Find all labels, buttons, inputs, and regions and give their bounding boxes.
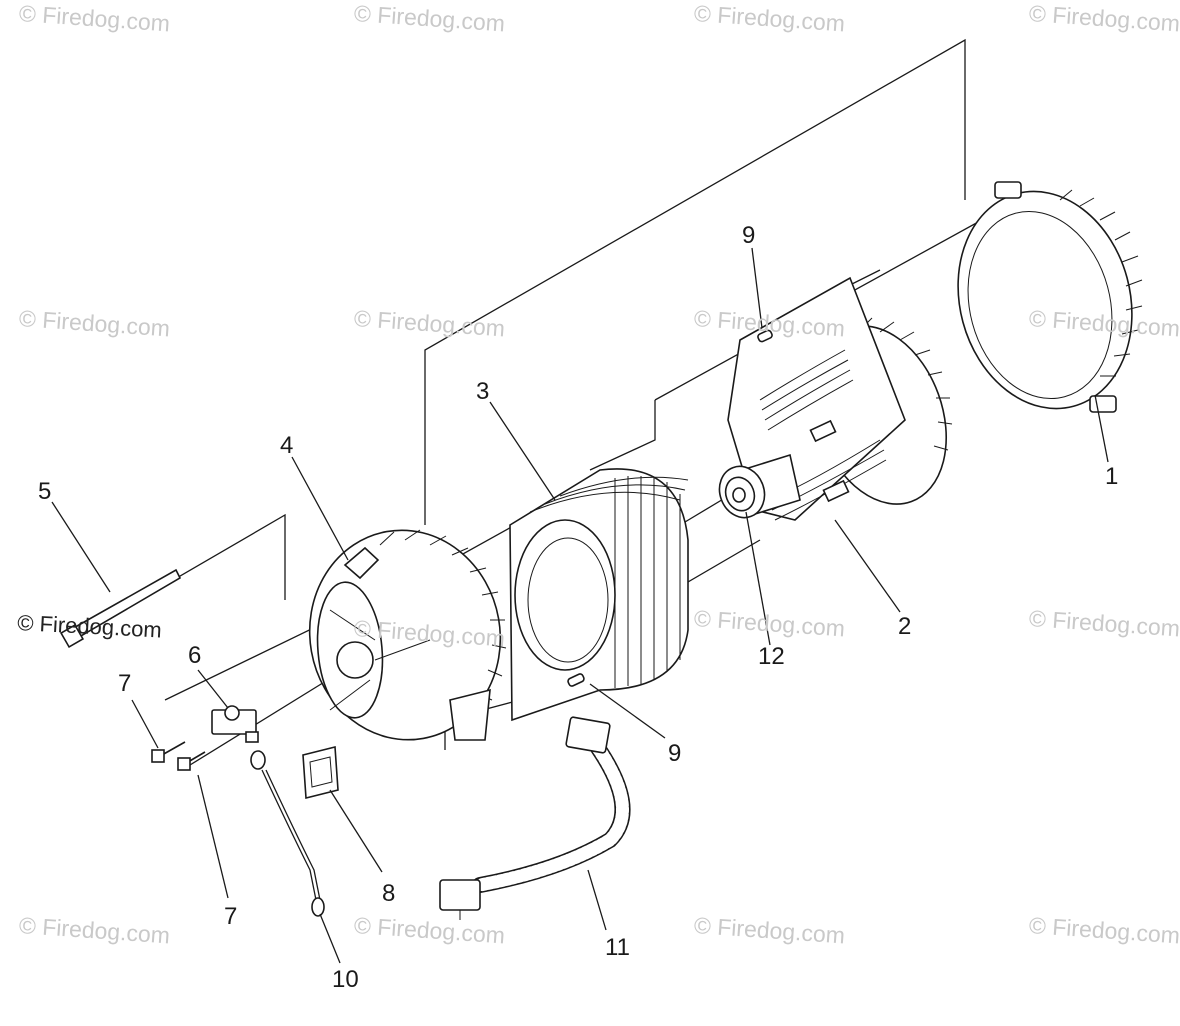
rotor-part-2	[727, 276, 953, 521]
callout-12: 12	[758, 643, 785, 670]
callout-10: 10	[332, 966, 359, 993]
callout-11: 11	[605, 934, 630, 961]
callout-8: 8	[382, 880, 396, 907]
dowel-pin-part-9-upper	[757, 329, 773, 343]
callout-6: 6	[188, 642, 202, 669]
ground-wire-part-10	[250, 750, 325, 917]
callout-7-lower: 7	[224, 903, 238, 930]
callout-1: 1	[1105, 463, 1119, 490]
stator-part-3	[509, 468, 689, 722]
bearing-part-12	[718, 465, 766, 519]
through-bolt-part-5	[59, 568, 182, 649]
callout-9-lower: 9	[668, 740, 682, 767]
callout-7-upper: 7	[118, 670, 132, 697]
leader-lines	[51, 247, 1109, 964]
brush-holder-part-6	[211, 705, 259, 743]
callout-3: 3	[476, 378, 490, 405]
rear-cover-part-1	[957, 181, 1143, 413]
screw-part-7-lower	[177, 751, 206, 771]
callout-9-upper: 9	[742, 222, 756, 249]
dowel-pin-part-9-lower	[567, 673, 585, 687]
callout-4: 4	[280, 432, 294, 459]
screw-part-7-upper	[151, 741, 186, 763]
clip-part-8	[302, 745, 339, 800]
wire-harness-part-11	[439, 716, 631, 920]
callout-2: 2	[898, 613, 912, 640]
callout-5: 5	[38, 478, 52, 505]
front-housing-part-4	[308, 529, 507, 741]
